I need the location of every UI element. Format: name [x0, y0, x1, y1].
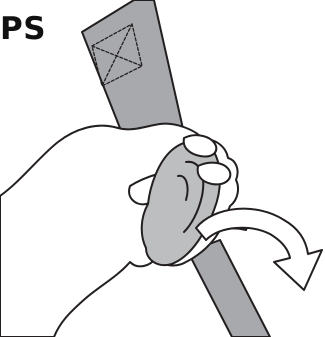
finger-2 [198, 163, 231, 185]
lower-strap [188, 240, 270, 337]
